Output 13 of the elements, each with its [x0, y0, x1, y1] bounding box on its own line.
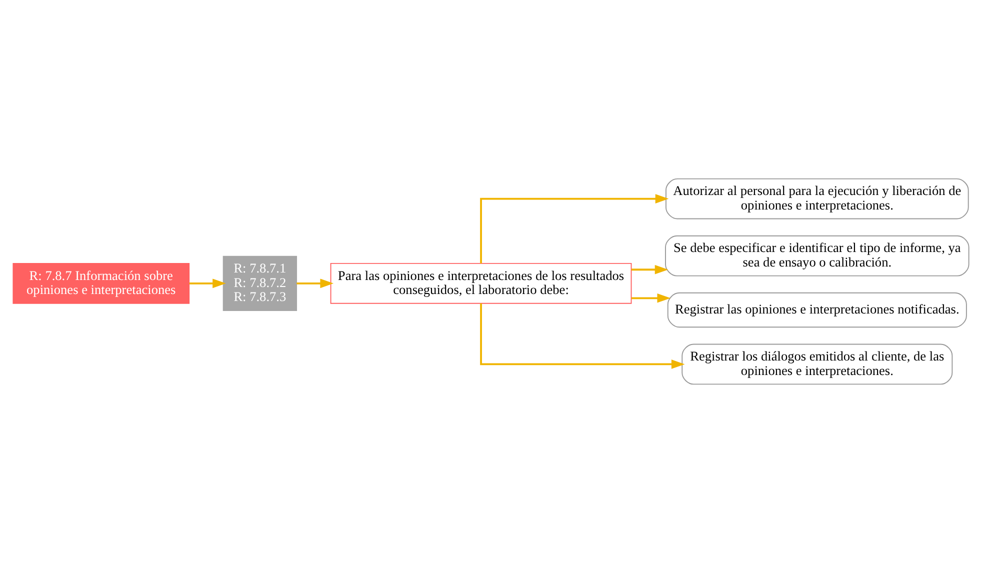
node-box: Autorizar al personal para la ejecución y liberación de opiniones e interpretaciones. — [666, 178, 969, 220]
node-box: R: 7.8.7 Información sobre opiniones e interpretaciones — [12, 262, 190, 304]
arrow — [480, 194, 669, 264]
node-box: R: 7.8.7.1 R: 7.8.7.2 R: 7.8.7.3 — [222, 256, 298, 311]
arrow — [631, 293, 671, 303]
node-box: Para las opiniones e interpretaciones de los resultados conseguidos, el laboratorio debe: — [330, 262, 632, 304]
arrow — [631, 264, 668, 274]
arrow — [480, 303, 685, 369]
arrow — [189, 278, 226, 288]
node-box: Registrar las opiniones e interpretaciones notificadas. — [667, 292, 967, 328]
arrow — [296, 278, 334, 288]
node-box: Registrar los diálogos emitidos al cliente, de las opiniones e interpretaciones. — [682, 344, 953, 385]
node-box: Se debe especificar e identificar el tipo de informe, ya sea de ensayo o calibración. — [665, 235, 970, 276]
